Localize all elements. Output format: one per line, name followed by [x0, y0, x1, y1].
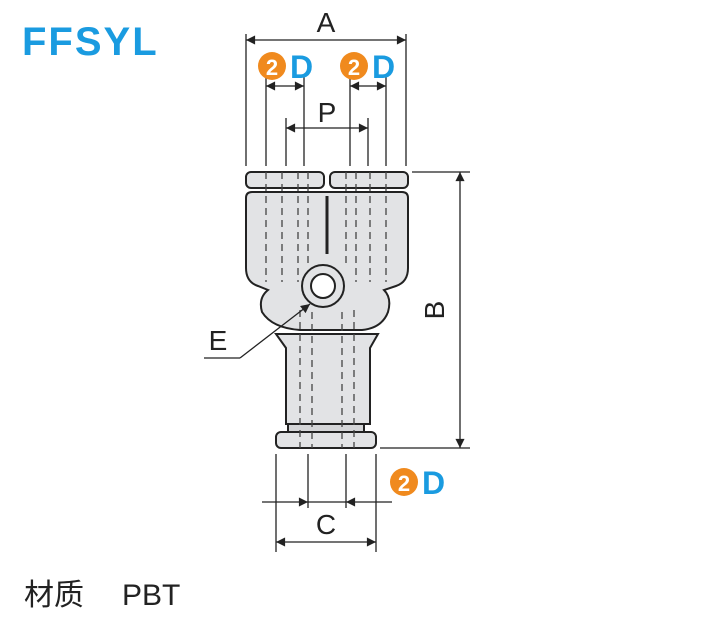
dimension-p — [285, 118, 369, 166]
fitting-body — [245, 171, 409, 449]
top-right-collet — [329, 171, 409, 189]
dim-label-p: P — [318, 97, 337, 128]
badge-top-right-number: 2 — [348, 55, 360, 80]
dim-label-b: B — [419, 301, 450, 320]
dimension-tube-top — [265, 76, 387, 166]
tube-label-top-left: 2 D — [258, 49, 313, 85]
badge-bottom-number: 2 — [398, 471, 410, 496]
tube-bottom-letter: D — [422, 465, 445, 501]
bottom-collet — [275, 431, 377, 449]
lower-stem — [274, 333, 380, 425]
tube-label-top-right: 2 D — [340, 49, 395, 85]
dim-label-c: C — [316, 509, 336, 540]
bottom-collet-neck — [287, 423, 365, 433]
dimension-b — [380, 171, 470, 449]
tube-top-right-letter: D — [372, 49, 395, 85]
badge-top-left — [258, 52, 286, 80]
badge-bottom — [390, 468, 418, 496]
material-label: 材质 — [24, 578, 84, 613]
material-row: 材质 PBT — [24, 570, 180, 614]
badge-top-right — [340, 52, 368, 80]
dimension-c — [275, 454, 377, 552]
tube-label-bottom: 2 D — [390, 465, 445, 501]
dimension-a — [245, 34, 407, 166]
dimension-tube-bottom — [262, 454, 392, 508]
dim-label-a: A — [317, 7, 336, 38]
model-title: FFSYL — [22, 20, 159, 64]
upper-y-body — [245, 191, 409, 331]
mounting-hole-inner — [310, 273, 336, 299]
dim-label-e: E — [209, 325, 228, 356]
material-value: PBT — [122, 579, 181, 612]
top-left-collet — [245, 171, 325, 189]
dimension-e — [204, 303, 311, 359]
badge-top-left-number: 2 — [266, 55, 278, 80]
tube-top-left-letter: D — [290, 49, 313, 85]
hidden-lines — [265, 172, 387, 448]
